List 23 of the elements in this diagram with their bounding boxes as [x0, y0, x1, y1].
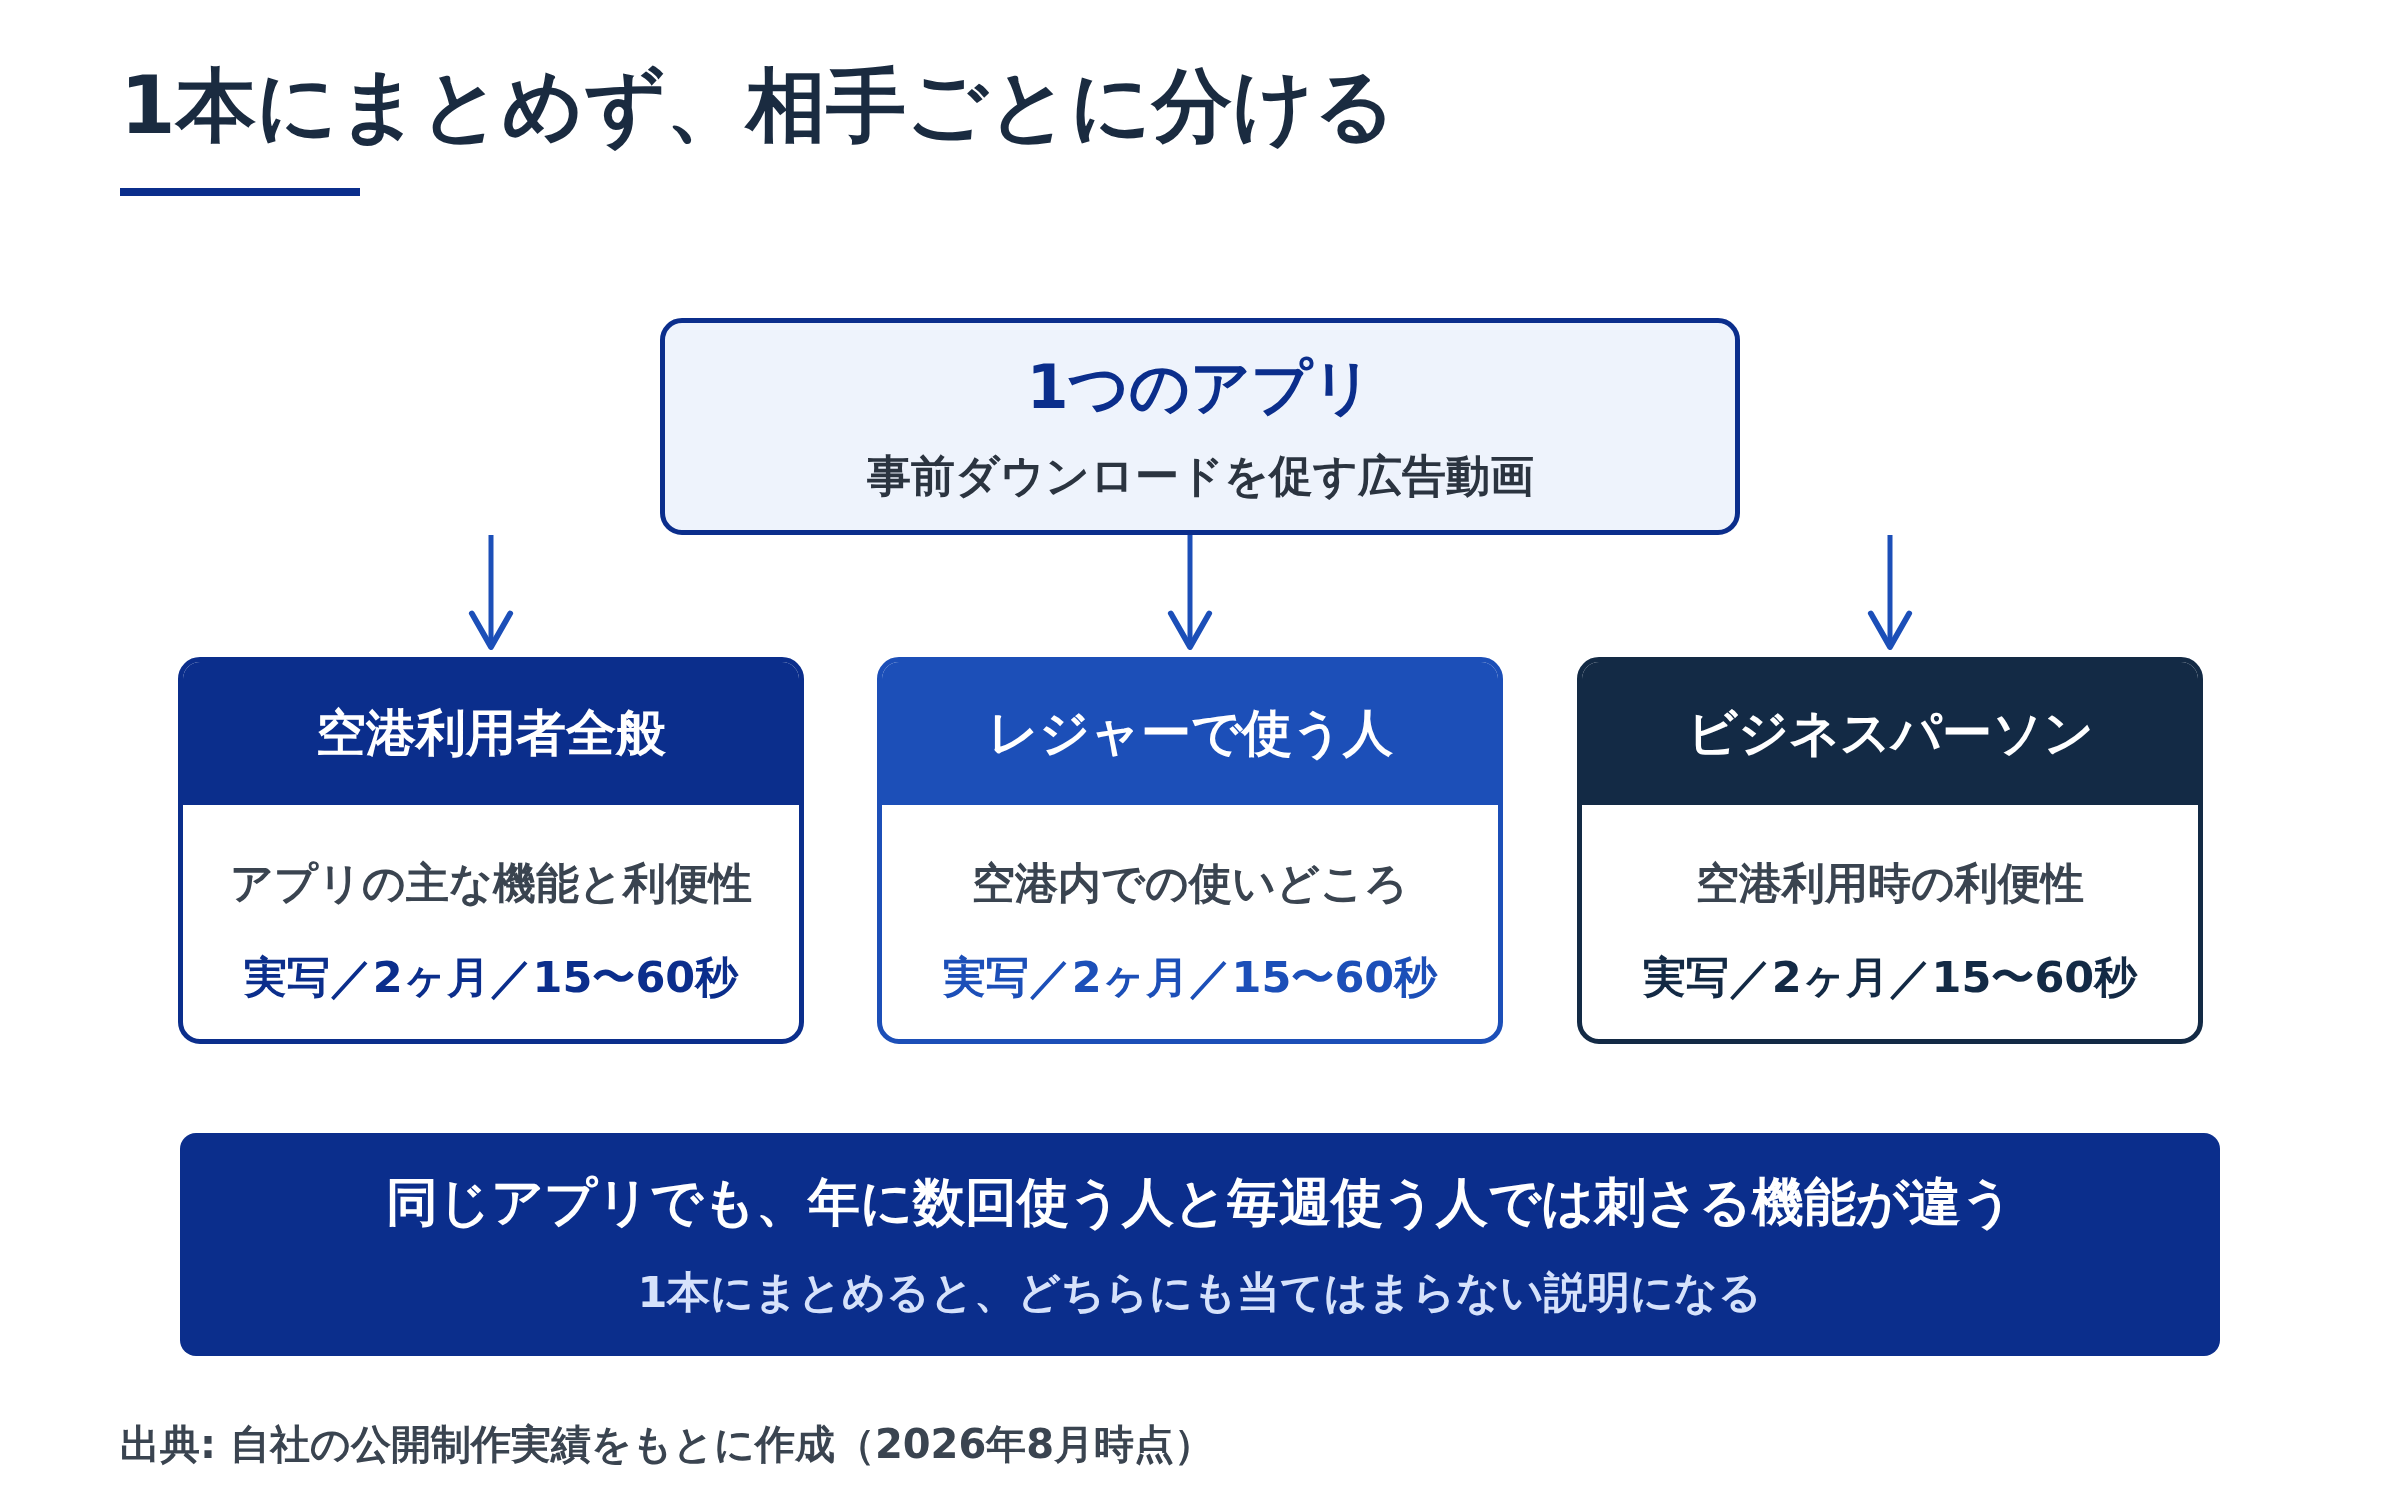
card-header: ビジネスパーソン [1582, 662, 2198, 805]
arrow [468, 535, 514, 650]
source-note: 出典: 自社の公開制作実績をもとに作成（2026年8月時点） [120, 1420, 1215, 1469]
message-banner [180, 1133, 2220, 1356]
card-header: レジャーで使う人 [882, 662, 1498, 805]
page-title: 1本にまとめず、相手ごとに分ける [120, 62, 1396, 150]
spec-text: 実写／2ヶ月／15〜60秒 [242, 951, 740, 1004]
banner-heading: 同じアプリでも、年に数回使う人と毎週使う人では刺さる機能が違う [386, 1170, 2014, 1234]
spec-text: 実写／2ヶ月／15〜60秒 [1641, 951, 2139, 1004]
spec-text: 実写／2ヶ月／15〜60秒 [941, 951, 1439, 1004]
banner-text: 1本にまとめると、どちらにも当てはまらない説明になる [637, 1265, 1763, 1319]
arrow [1867, 535, 1913, 650]
box-title: 1つのアプリ [1026, 350, 1374, 424]
description-text: アプリの主な機能と利便性 [229, 857, 753, 910]
card-header: 空港利用者全般 [183, 662, 799, 805]
app-box [660, 318, 1740, 535]
box-subtitle: 事前ダウンロードを促す広告動画 [866, 448, 1534, 503]
arrow [1167, 535, 1213, 650]
description-text: 空港利用時の利便性 [1695, 857, 2085, 910]
card [1577, 657, 2203, 1044]
card [877, 657, 1503, 1044]
card [178, 657, 804, 1044]
description-text: 空港内での使いどころ [971, 857, 1409, 910]
